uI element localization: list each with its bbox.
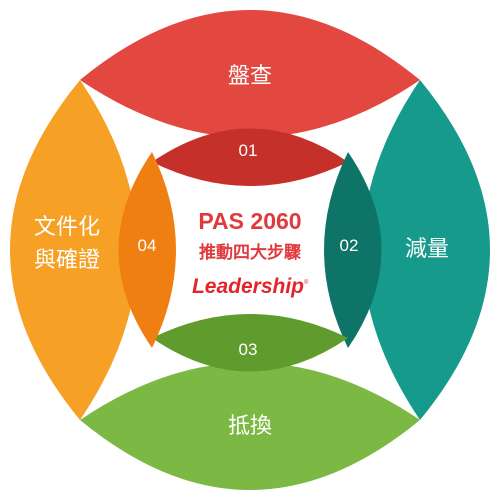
segment-left-label-line1: 文件化 — [34, 215, 100, 240]
segment-right-shape — [362, 80, 490, 420]
segment-top-shape — [80, 10, 420, 138]
segment-top-label: 盤查 — [228, 64, 272, 89]
leadership-logo: Leadership — [192, 275, 304, 298]
logo-registered-mark: ® — [304, 279, 309, 286]
segment-left-label-line2: 與確證 — [34, 248, 100, 273]
segment-left-number: 04 — [138, 236, 157, 255]
segment-bottom-label: 抵換 — [228, 414, 272, 439]
segment-bottom-number: 03 — [239, 340, 258, 359]
segment-left-shape — [10, 80, 138, 420]
segment-left-number-lens — [118, 152, 176, 348]
segment-right-number: 02 — [340, 236, 359, 255]
segment-top-number-lens — [152, 128, 348, 186]
segment-right — [324, 80, 490, 420]
segment-bottom-number-lens — [152, 314, 348, 372]
segment-bottom-shape — [80, 362, 420, 490]
segment-bottom — [80, 314, 420, 490]
segment-top-number: 01 — [239, 141, 258, 160]
segment-left — [10, 80, 176, 420]
center-block: PAS 2060 推動四大步驟 Leadership ® — [192, 208, 309, 298]
center-title: PAS 2060 — [198, 208, 301, 234]
segment-right-number-lens — [324, 152, 382, 348]
center-subtitle: 推動四大步驟 — [199, 242, 302, 263]
segment-top — [80, 10, 420, 186]
segment-right-label: 減量 — [405, 237, 449, 262]
